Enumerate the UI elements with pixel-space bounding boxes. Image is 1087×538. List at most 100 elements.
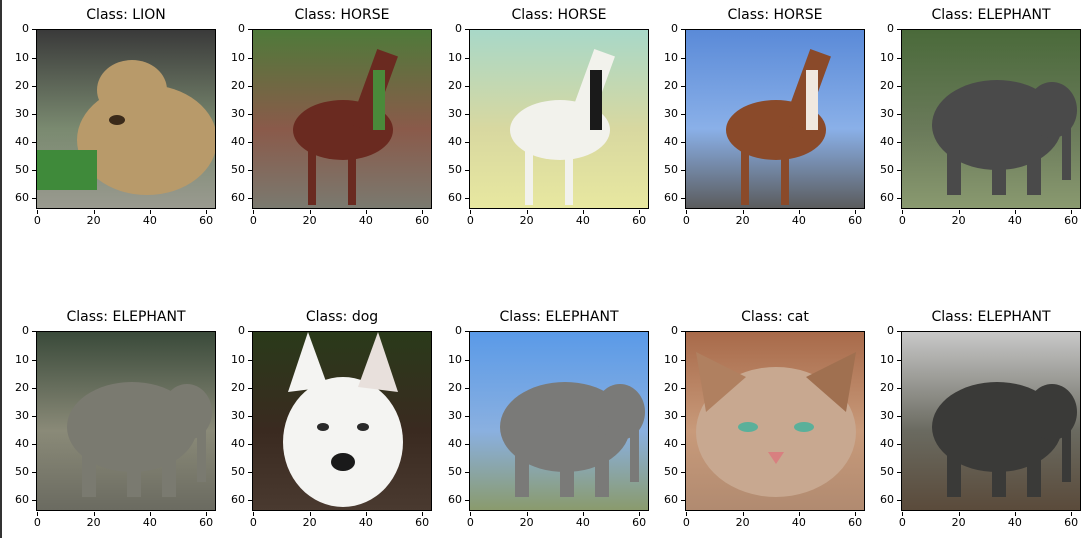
x-tick-label: 20 xyxy=(295,512,325,529)
x-tick-label: 20 xyxy=(944,512,974,529)
x-tick-label: 40 xyxy=(351,210,381,227)
x-tick-label: 60 xyxy=(840,512,870,529)
x-tick-label: 40 xyxy=(784,210,814,227)
horse-image xyxy=(252,29,432,209)
y-tick-label: 50 xyxy=(221,465,252,478)
y-tick-label: 60 xyxy=(870,191,901,204)
y-tick-label: 30 xyxy=(5,107,36,120)
y-tick-label: 10 xyxy=(870,353,901,366)
panel-title: Class: ELEPHANT xyxy=(499,309,619,325)
y-tick-label: 10 xyxy=(5,51,36,64)
x-tick-label: 60 xyxy=(624,512,654,529)
y-tick-label: 20 xyxy=(870,381,901,394)
panel-title: Class: HORSE xyxy=(294,7,390,23)
y-tick-label: 30 xyxy=(221,409,252,422)
y-tick-label: 50 xyxy=(438,465,469,478)
x-tick-label: 20 xyxy=(79,512,109,529)
panel-title: Class: ELEPHANT xyxy=(66,309,186,325)
x-tick-label: 0 xyxy=(455,210,485,227)
y-tick-label: 60 xyxy=(5,191,36,204)
x-tick-label: 60 xyxy=(840,210,870,227)
x-tick-label: 40 xyxy=(784,512,814,529)
x-tick-label: 0 xyxy=(22,512,52,529)
y-tick-label: 50 xyxy=(221,163,252,176)
x-tick-label: 40 xyxy=(1000,210,1030,227)
y-tick-label: 20 xyxy=(654,381,685,394)
x-tick-label: 0 xyxy=(238,210,268,227)
x-tick-label: 40 xyxy=(351,512,381,529)
y-tick-label: 40 xyxy=(654,437,685,450)
elephant-image xyxy=(901,331,1081,511)
x-tick-label: 40 xyxy=(568,210,598,227)
panel-title: Class: LION xyxy=(86,7,166,23)
y-tick-label: 60 xyxy=(654,191,685,204)
elephant-image xyxy=(901,29,1081,209)
y-tick-label: 20 xyxy=(221,381,252,394)
x-tick-label: 20 xyxy=(79,210,109,227)
panel-title: Class: ELEPHANT xyxy=(931,309,1051,325)
x-tick-label: 60 xyxy=(191,512,221,529)
y-tick-label: 50 xyxy=(5,163,36,176)
y-tick-label: 30 xyxy=(438,107,469,120)
x-tick-label: 0 xyxy=(887,210,917,227)
y-tick-label: 0 xyxy=(221,324,252,337)
y-tick-label: 20 xyxy=(654,79,685,92)
dog-image xyxy=(252,331,432,511)
y-tick-label: 10 xyxy=(221,353,252,366)
left-border xyxy=(0,0,2,538)
y-tick-label: 20 xyxy=(5,381,36,394)
y-tick-label: 10 xyxy=(438,51,469,64)
y-tick-label: 0 xyxy=(870,22,901,35)
y-tick-label: 30 xyxy=(654,107,685,120)
y-tick-label: 20 xyxy=(870,79,901,92)
x-tick-label: 60 xyxy=(1056,210,1086,227)
y-tick-label: 40 xyxy=(221,135,252,148)
y-tick-label: 20 xyxy=(438,79,469,92)
y-tick-label: 10 xyxy=(438,353,469,366)
x-tick-label: 60 xyxy=(191,210,221,227)
y-tick-label: 60 xyxy=(438,191,469,204)
x-tick-label: 20 xyxy=(512,210,542,227)
y-tick-label: 0 xyxy=(870,324,901,337)
y-tick-label: 40 xyxy=(870,437,901,450)
y-tick-label: 60 xyxy=(221,493,252,506)
panel-title: Class: cat xyxy=(741,309,809,325)
panel-title: Class: HORSE xyxy=(727,7,823,23)
y-tick-label: 20 xyxy=(5,79,36,92)
y-tick-label: 10 xyxy=(870,51,901,64)
y-tick-label: 30 xyxy=(5,409,36,422)
y-tick-label: 10 xyxy=(221,51,252,64)
y-tick-label: 40 xyxy=(654,135,685,148)
elephant-image xyxy=(36,331,216,511)
x-tick-label: 40 xyxy=(135,512,165,529)
panel-title: Class: ELEPHANT xyxy=(931,7,1051,23)
y-tick-label: 60 xyxy=(438,493,469,506)
y-tick-label: 10 xyxy=(5,353,36,366)
y-tick-label: 40 xyxy=(438,437,469,450)
y-tick-label: 0 xyxy=(438,324,469,337)
y-tick-label: 40 xyxy=(221,437,252,450)
y-tick-label: 20 xyxy=(438,381,469,394)
y-tick-label: 50 xyxy=(438,163,469,176)
x-tick-label: 60 xyxy=(624,210,654,227)
y-tick-label: 40 xyxy=(5,437,36,450)
y-tick-label: 30 xyxy=(221,107,252,120)
y-tick-label: 60 xyxy=(221,191,252,204)
y-tick-label: 60 xyxy=(5,493,36,506)
y-tick-label: 30 xyxy=(438,409,469,422)
x-tick-label: 60 xyxy=(407,512,437,529)
y-tick-label: 30 xyxy=(870,409,901,422)
y-tick-label: 30 xyxy=(654,409,685,422)
x-tick-label: 60 xyxy=(1056,512,1086,529)
y-tick-label: 50 xyxy=(870,163,901,176)
y-tick-label: 40 xyxy=(438,135,469,148)
y-tick-label: 50 xyxy=(654,465,685,478)
x-tick-label: 0 xyxy=(671,512,701,529)
y-tick-label: 0 xyxy=(654,22,685,35)
elephant-image xyxy=(469,331,649,511)
cat-image xyxy=(685,331,865,511)
y-tick-label: 40 xyxy=(870,135,901,148)
horse-image xyxy=(469,29,649,209)
x-tick-label: 20 xyxy=(295,210,325,227)
x-tick-label: 20 xyxy=(728,512,758,529)
